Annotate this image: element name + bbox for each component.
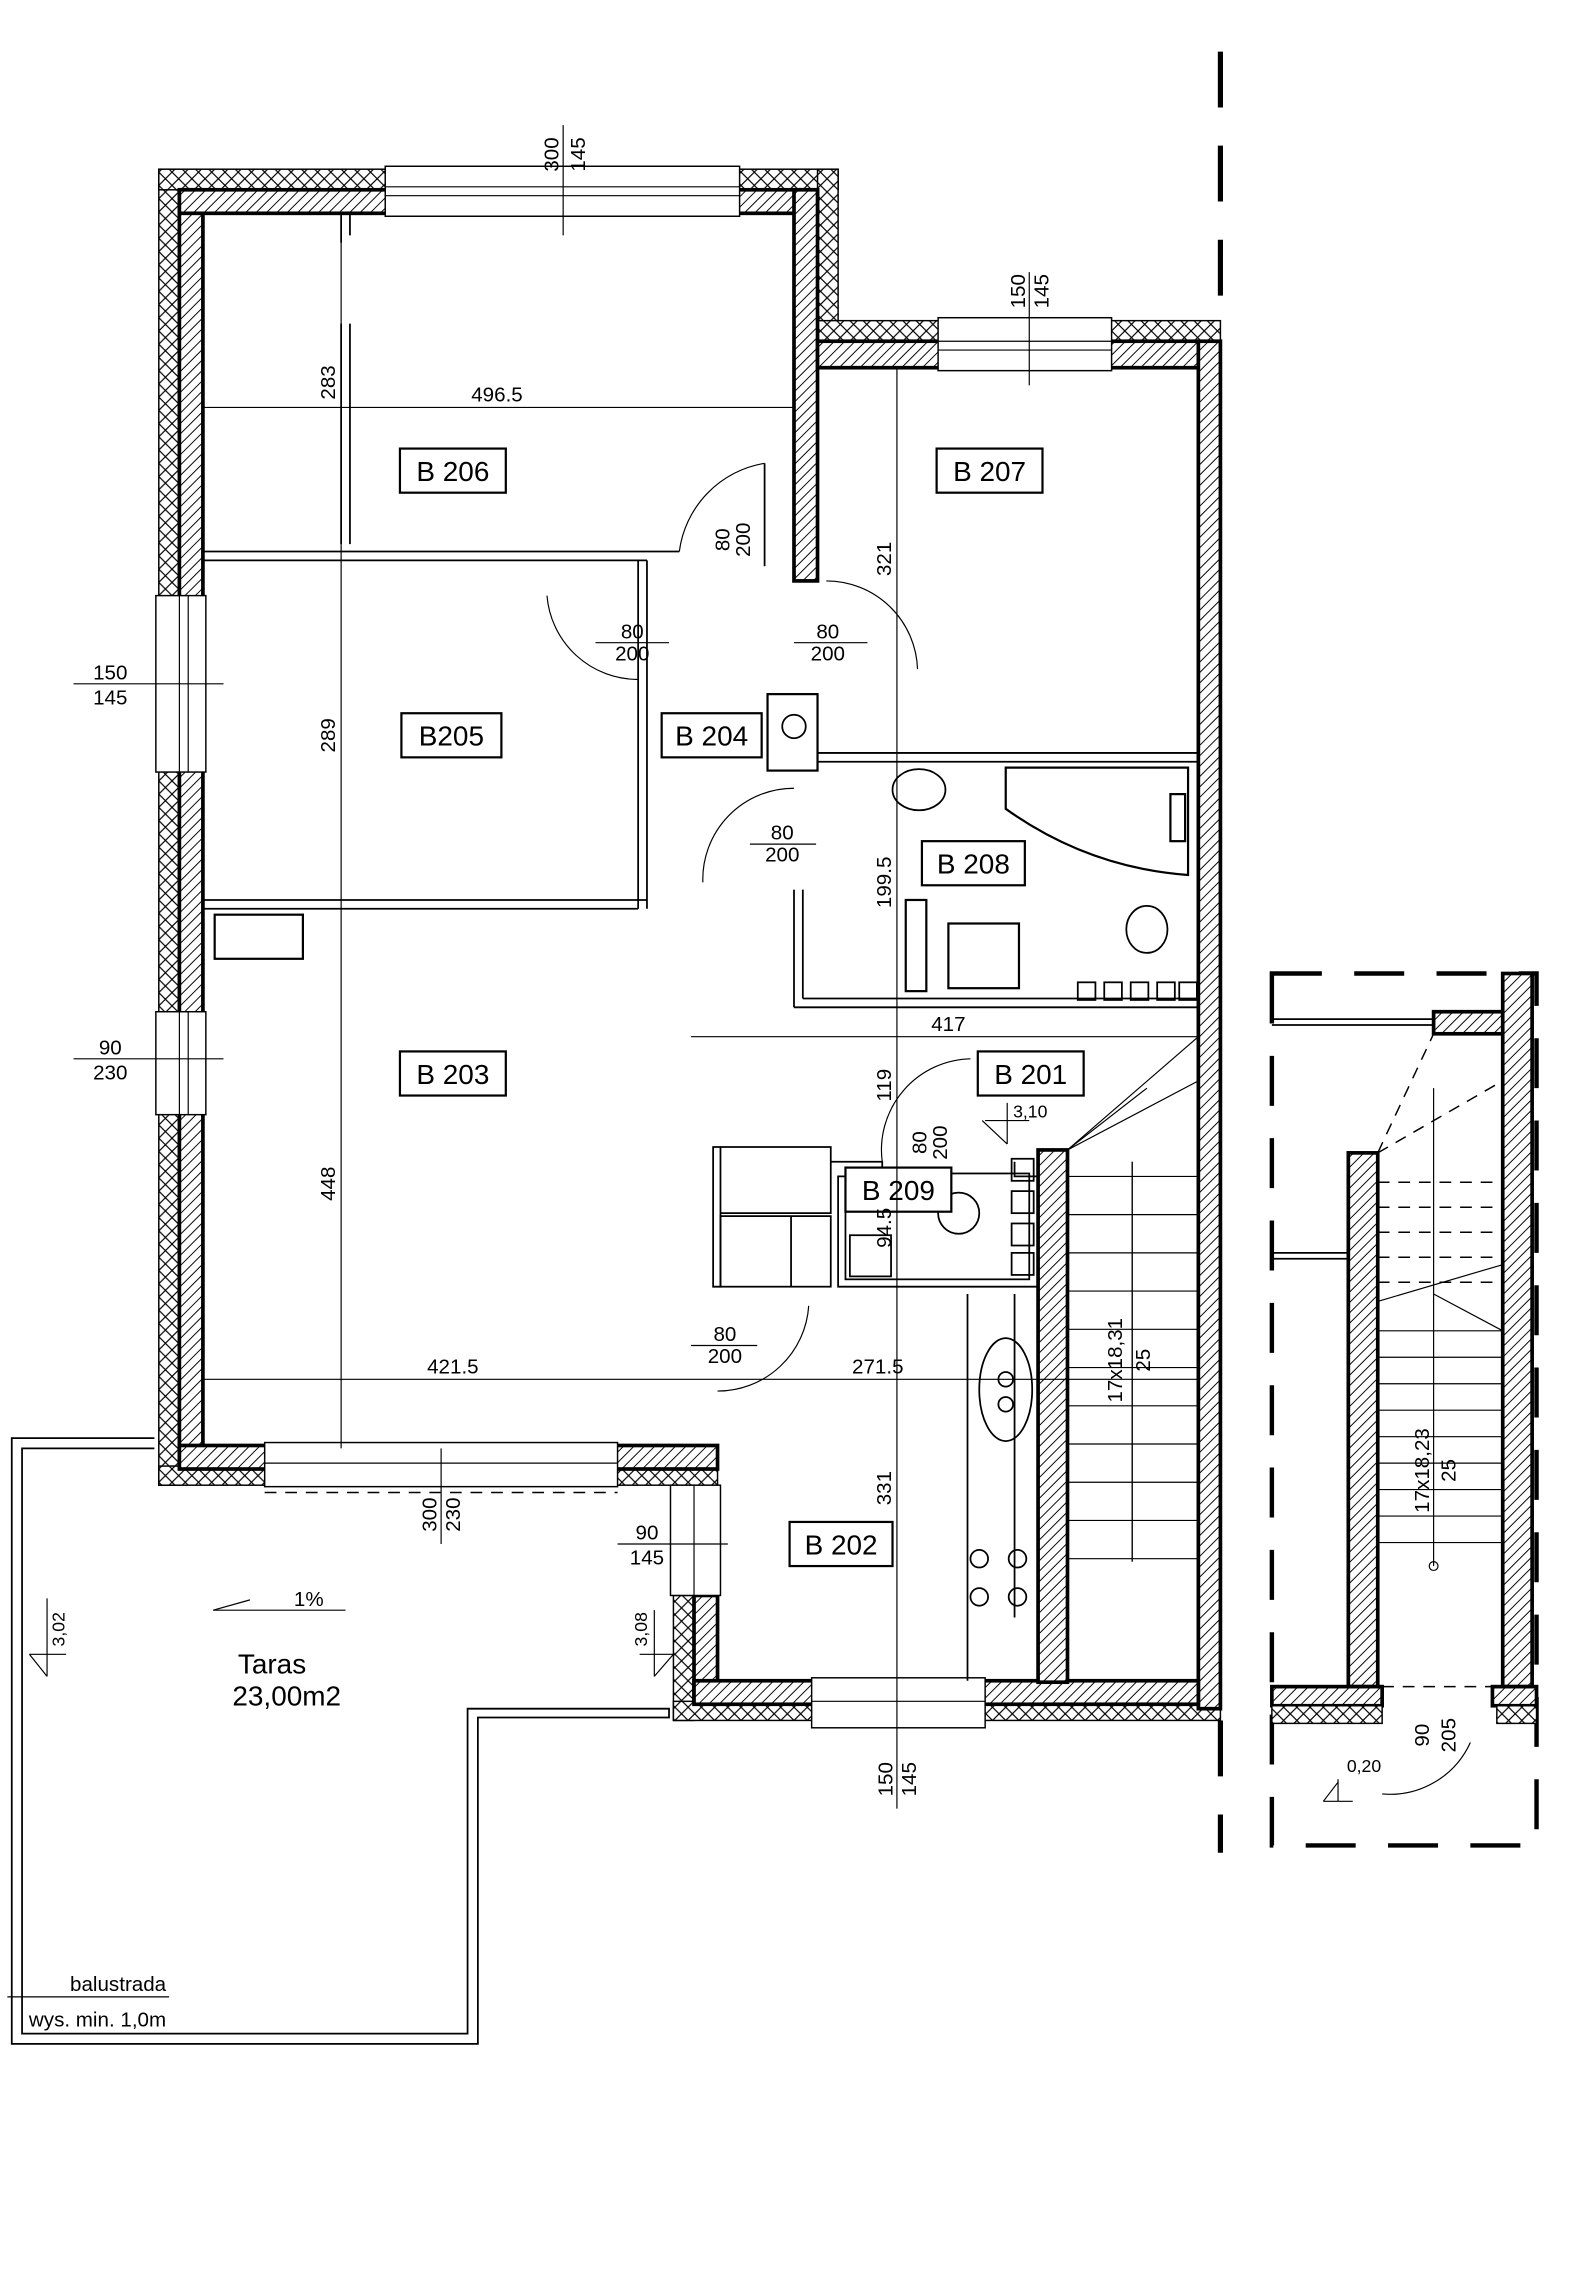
doors <box>546 462 1471 1795</box>
dim-283: 283 <box>317 365 340 399</box>
door-b205-width: 80 <box>621 620 644 643</box>
window-b202-height: 145 <box>630 1547 664 1570</box>
terrace-area: 23,00m2 <box>232 1681 341 1712</box>
detail-stair-steps: 17x18,23 <box>1411 1428 1434 1513</box>
dim-421-5: 421.5 <box>427 1355 479 1378</box>
dim-417: 417 <box>931 1013 965 1036</box>
room-b206-label: B 206 <box>416 456 489 487</box>
stair-winder <box>1433 1293 1503 1332</box>
window-b202-bottom-width: 150 <box>875 1762 898 1796</box>
door-b207-height: 200 <box>811 642 845 665</box>
axis-lines <box>1217 51 1539 1853</box>
window-b202-width: 90 <box>636 1522 659 1545</box>
door-b202-height: 200 <box>708 1345 742 1368</box>
door-b208-height: 200 <box>765 844 799 867</box>
terrace-railing <box>10 1437 670 2045</box>
dim-448: 448 <box>317 1167 340 1201</box>
terrace-annotations: 1% Taras 23,00m2 balustrada wys. min. 1,… <box>7 1588 341 2031</box>
door-b205-height: 200 <box>615 642 649 665</box>
railing-label: balustrada <box>70 1973 167 1996</box>
stair-winder <box>1067 1080 1199 1151</box>
railing-height: wys. min. 1,0m <box>28 2008 166 2031</box>
room-b208-label: B 208 <box>937 849 1010 880</box>
main-stair-tread: 25 <box>1132 1349 1155 1372</box>
room-b205-label: B205 <box>419 721 484 752</box>
dim-271-5: 271.5 <box>852 1355 904 1378</box>
stair-winder-hidden <box>1377 1033 1435 1154</box>
level-b201: 3,10 <box>1013 1102 1048 1122</box>
window-left-height: 145 <box>93 686 127 709</box>
door-stair-width: 90 <box>1411 1724 1434 1747</box>
window-top-width: 300 <box>541 137 564 171</box>
dim-289: 289 <box>317 718 340 752</box>
level-terrace-right: 3,08 <box>631 1612 651 1647</box>
terrace-name: Taras <box>238 1648 306 1679</box>
dim-321: 321 <box>873 542 896 576</box>
door-b206-height: 200 <box>732 523 755 557</box>
level-terrace-left: 3,02 <box>49 1612 69 1646</box>
staircase-detail <box>1270 971 1539 1725</box>
detail-stair-tread: 25 <box>1438 1459 1461 1482</box>
dim-331: 331 <box>873 1471 896 1505</box>
interior-partitions <box>202 213 1199 1288</box>
kitchen-fixtures <box>966 1157 1035 1681</box>
level-markers: 3,10 3,02 3,08 0,20 <box>28 1102 1382 1802</box>
window-bottom-width: 300 <box>419 1497 442 1531</box>
window-b203-width: 90 <box>99 1036 122 1059</box>
dim-94-5: 94.5 <box>873 1208 896 1248</box>
door-b202-width: 80 <box>713 1323 736 1346</box>
door-stair-height: 205 <box>1438 1718 1461 1752</box>
stair-winder <box>1067 1036 1199 1151</box>
window-left-width: 150 <box>93 661 127 684</box>
door-b208-width: 80 <box>771 822 794 845</box>
terrace-slope: 1% <box>294 1588 324 1611</box>
window-top-height: 145 <box>567 137 590 171</box>
window-bottom-height: 230 <box>442 1497 465 1531</box>
dim-199-5: 199.5 <box>873 857 896 908</box>
door-b206-width: 80 <box>711 528 734 551</box>
dimension-lines <box>73 125 1199 1809</box>
window-b203-height: 230 <box>93 1061 127 1084</box>
room-b203-label: B 203 <box>416 1059 489 1090</box>
main-stair-steps: 17x18,31 <box>1104 1318 1127 1403</box>
door-b207-width: 80 <box>816 620 839 643</box>
stair-winder <box>1067 1087 1148 1151</box>
room-b209-label: B 209 <box>862 1175 935 1206</box>
stair-winder-hidden <box>1377 1080 1504 1154</box>
level-stair-exit: 0,20 <box>1347 1756 1382 1776</box>
dim-119: 119 <box>873 1069 896 1102</box>
door-b209-width: 80 <box>908 1131 931 1154</box>
room-b206-box <box>398 447 507 494</box>
room-b204-label: B 204 <box>675 721 748 752</box>
room-b201-label: B 201 <box>994 1059 1067 1090</box>
dim-496-5: 496.5 <box>471 384 523 407</box>
window-b207-width: 150 <box>1007 274 1030 308</box>
door-b209-height: 200 <box>929 1125 952 1159</box>
dimension-texts: 300 145 150 145 150 145 90 230 300 230 9… <box>93 137 1461 1796</box>
room-b202-label: B 202 <box>805 1529 878 1560</box>
window-b202-bottom-height: 145 <box>898 1762 921 1796</box>
stair-winder <box>1377 1264 1503 1302</box>
room-b207-label: B 207 <box>953 456 1026 487</box>
bathroom-fixtures <box>891 766 1198 1001</box>
window-b207-height: 145 <box>1030 274 1053 308</box>
room-labels: B 206 B 207 B205 B 204 B 208 B 203 B 201… <box>398 447 1085 1568</box>
exterior-walls <box>155 165 1223 1729</box>
